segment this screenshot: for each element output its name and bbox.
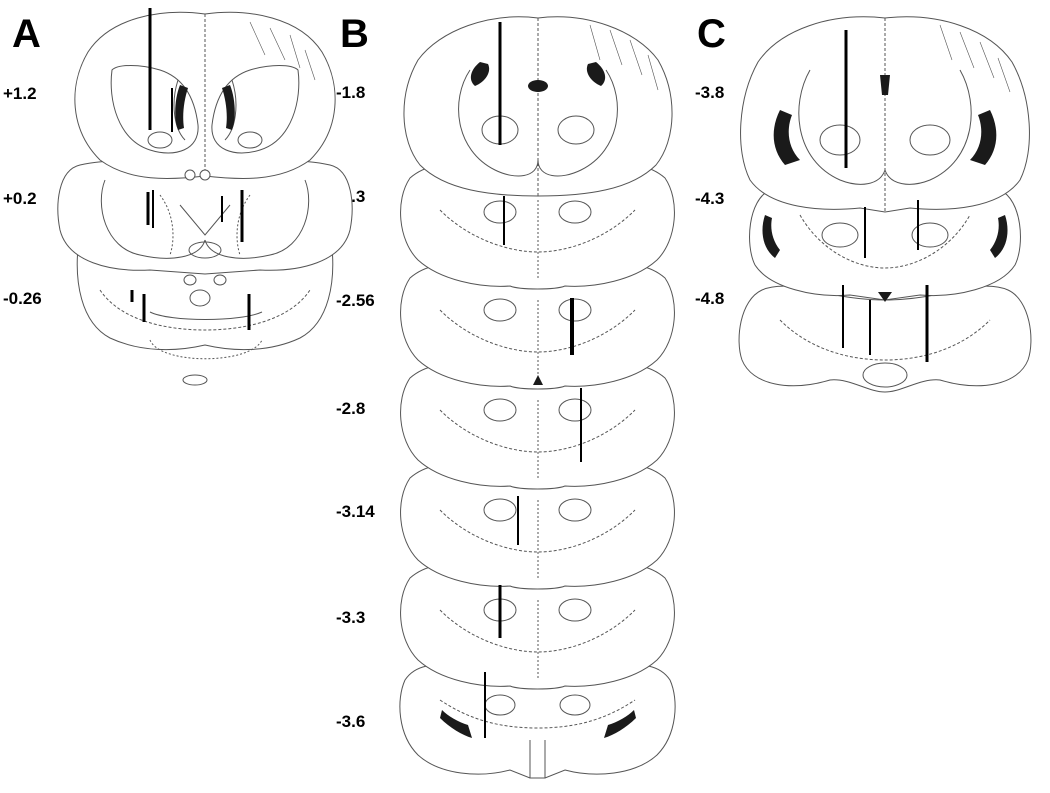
- ventricle-b1-center: [528, 80, 548, 92]
- coord-label-b-5: -3.14: [336, 502, 375, 521]
- ventricle-a-left: [175, 85, 188, 130]
- coord-label-a-2: +0.2: [3, 189, 37, 208]
- coord-label-b-7: -3.6: [336, 712, 366, 731]
- section-b-1: [403, 16, 673, 197]
- section-b-6: [400, 564, 675, 690]
- coord-label-a-3: -0.26: [3, 289, 42, 308]
- ventricle-b1-right: [586, 62, 606, 86]
- ventricle-c1-center: [880, 75, 890, 95]
- ventricle-a-right: [222, 85, 235, 130]
- section-c-3: [738, 285, 1032, 393]
- coord-label-b-1: -1.8: [336, 83, 366, 102]
- panel-c-label: C: [697, 12, 726, 56]
- section-b-2: [400, 164, 675, 290]
- ventricle-c3-center: [878, 292, 892, 302]
- coord-label-b-6: -3.3: [336, 608, 366, 627]
- section-b-3: [400, 264, 675, 390]
- section-b-7: [399, 664, 676, 779]
- ventricle-b3-center: [533, 375, 543, 385]
- ventricle-b1-left: [470, 62, 490, 86]
- coord-label-c-3: -4.8: [695, 289, 725, 308]
- section-c-2: [749, 183, 1021, 301]
- panel-a-label: A: [12, 12, 41, 56]
- coord-label-a-1: +1.2: [3, 84, 37, 103]
- ventricle-c2-left: [762, 215, 780, 258]
- ventricle-c1-right: [970, 110, 997, 165]
- coord-label-c-1: -3.8: [695, 83, 725, 102]
- section-a-2: [57, 160, 353, 275]
- panel-b-label: B: [340, 12, 369, 56]
- coord-label-c-2: -4.3: [695, 189, 725, 208]
- ventricle-c1-left: [773, 110, 800, 165]
- coord-label-b-4: -2.8: [336, 399, 366, 418]
- coord-label-b-3: -2.56: [336, 291, 375, 310]
- section-c-1: [740, 16, 1030, 213]
- ventricle-b7-right: [604, 710, 636, 738]
- ventricle-c2-right: [990, 215, 1008, 258]
- ventricle-b7-left: [440, 710, 472, 738]
- section-a-1: [74, 11, 336, 181]
